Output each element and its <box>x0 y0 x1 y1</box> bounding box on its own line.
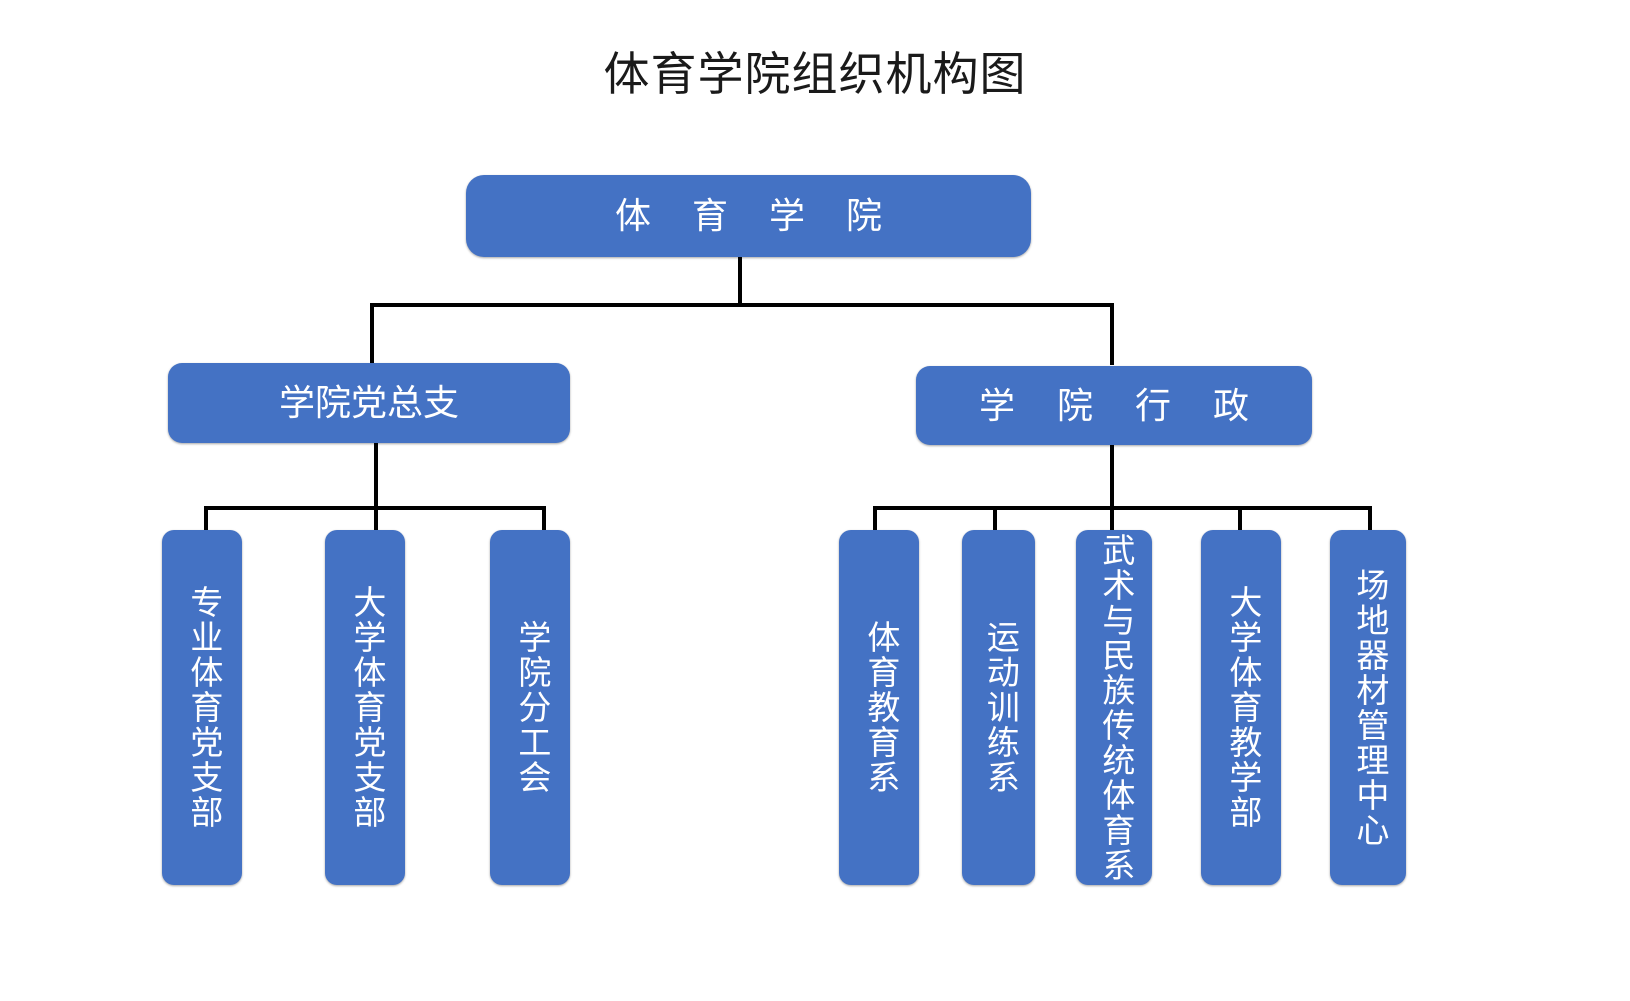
node-college-labor-union[interactable]: 学院分工会 <box>490 530 570 885</box>
connector-admin-bus <box>873 506 1372 510</box>
node-venue-equipment-management-center[interactable]: 场地器材管理中心 <box>1330 530 1406 885</box>
node-venue-equipment-management-center-label: 场地器材管理中心 <box>1350 567 1387 848</box>
connector-root-stem <box>738 256 742 306</box>
node-root-college[interactable]: 体 育 学 院 <box>466 175 1031 257</box>
node-party-committee-label: 学院党总支 <box>278 382 459 423</box>
node-sports-training-department-label: 运动训练系 <box>981 620 1018 795</box>
connector-admin-to-child-2 <box>993 506 997 550</box>
node-university-pe-party-branch-label: 大学体育党支部 <box>347 585 384 830</box>
connector-root-to-admin <box>1110 303 1114 365</box>
node-college-labor-union-label: 学院分工会 <box>512 620 549 795</box>
connector-admin-to-child-3 <box>1110 506 1114 550</box>
node-sports-training-department[interactable]: 运动训练系 <box>962 530 1035 885</box>
node-professional-pe-party-branch-label: 专业体育党支部 <box>184 585 221 830</box>
connector-admin-stem <box>1110 441 1114 509</box>
node-university-pe-party-branch[interactable]: 大学体育党支部 <box>325 530 405 885</box>
node-college-administration-label: 学 院 行 政 <box>978 384 1265 426</box>
connector-root-bus <box>370 303 1114 307</box>
connector-party-to-child-3 <box>542 506 546 550</box>
node-party-committee[interactable]: 学院党总支 <box>168 363 570 443</box>
connector-party-to-child-2 <box>374 506 378 550</box>
node-pe-education-department-label: 体育教育系 <box>861 620 898 795</box>
node-professional-pe-party-branch[interactable]: 专业体育党支部 <box>162 530 242 885</box>
node-wushu-traditional-sports-department-label: 武术与民族传统体育系 <box>1096 532 1133 883</box>
page-title: 体育学院组织机构图 <box>603 49 1027 100</box>
node-university-pe-teaching-department-label: 大学体育教学部 <box>1223 585 1260 830</box>
node-wushu-traditional-sports-department[interactable]: 武术与民族传统体育系 <box>1076 530 1152 885</box>
connector-root-to-party <box>370 303 374 365</box>
connector-party-to-child-1 <box>204 506 208 550</box>
node-university-pe-teaching-department[interactable]: 大学体育教学部 <box>1201 530 1281 885</box>
node-pe-education-department[interactable]: 体育教育系 <box>839 530 919 885</box>
node-college-administration[interactable]: 学 院 行 政 <box>916 366 1312 445</box>
connector-party-stem <box>374 441 378 509</box>
connector-admin-to-child-1 <box>873 506 877 550</box>
connector-admin-to-child-5 <box>1368 506 1372 550</box>
connector-admin-to-child-4 <box>1238 506 1242 550</box>
node-root-college-label: 体 育 学 院 <box>614 196 898 236</box>
